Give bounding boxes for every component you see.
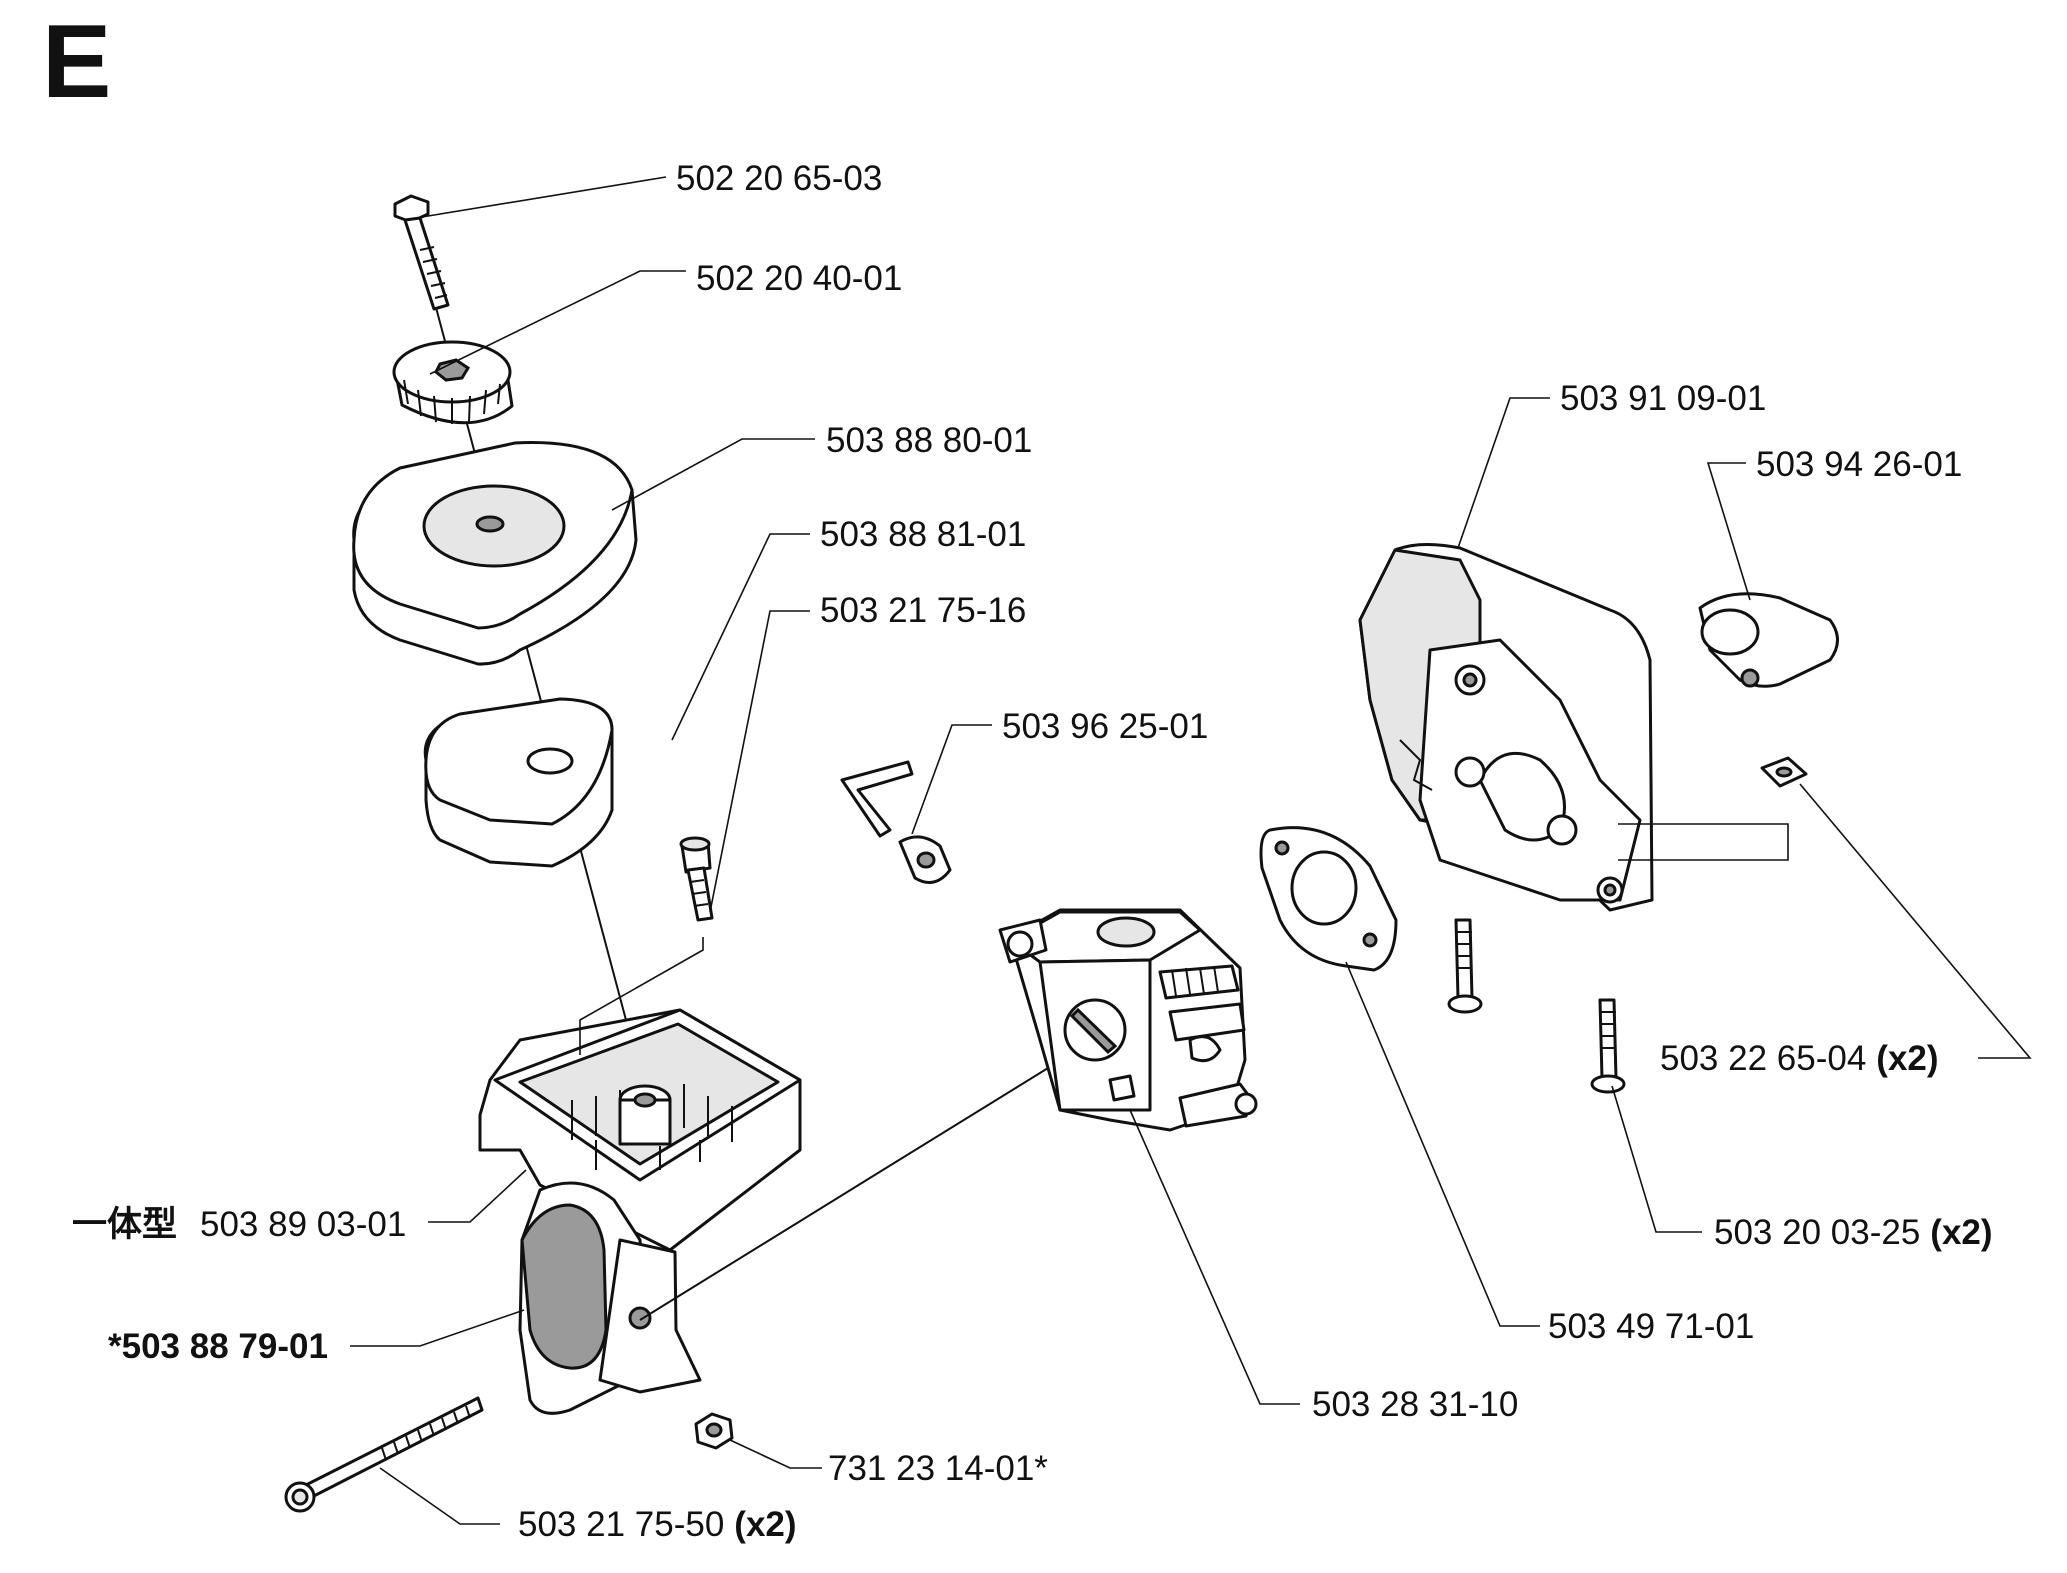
- leader-gasket: [1345, 961, 1540, 1327]
- filter-base-part: [478, 1008, 802, 1252]
- nut-bottom-part: [694, 1412, 734, 1450]
- long-bolt-part: [284, 1396, 484, 1513]
- label-long-bolt: 503 21 75-50 (x2): [518, 1505, 797, 1544]
- housing-part: [1358, 542, 1654, 912]
- leader-filter-base: [428, 1169, 527, 1223]
- label-nut-square: 503 22 65-04 (x2): [1660, 1039, 1939, 1078]
- leader-screw-to-base: [579, 937, 704, 1055]
- filter-cover-part: [352, 441, 638, 666]
- grommet-part: [1698, 592, 1839, 688]
- leader-nut-square-b: [1799, 783, 2032, 1059]
- carburetor-part: [998, 908, 1258, 1132]
- label-knob: 502 20 40-01: [696, 259, 902, 298]
- leader-carburetor: [1129, 1109, 1300, 1405]
- leader-knob: [429, 270, 686, 375]
- label-long-bolt-qty: (x2): [734, 1505, 796, 1544]
- leader-nut-bottom: [729, 1439, 822, 1469]
- label-gasket: 503 49 71-01: [1548, 1307, 1754, 1346]
- leader-housing: [1457, 397, 1550, 549]
- leader-screw-housing: [1611, 1085, 1702, 1233]
- label-long-bolt-number: 503 21 75-50: [518, 1505, 724, 1544]
- label-filter-base-prefix: 一体型: [72, 1205, 177, 1244]
- label-carburetor: 503 28 31-10: [1312, 1385, 1518, 1424]
- screw-housing-right-part: [1590, 998, 1626, 1094]
- label-gasket-pad: *503 88 79-01: [108, 1327, 328, 1366]
- leader-bolt-top: [421, 176, 667, 218]
- gasket-pad-part: [518, 1181, 702, 1415]
- label-screw-small: 503 21 75-16: [820, 591, 1026, 630]
- screw-housing-left-part: [1447, 918, 1483, 1014]
- label-screw-housing-number: 503 20 03-25: [1714, 1213, 1920, 1252]
- leader-filter-element: [671, 533, 810, 741]
- knob-part: [392, 340, 514, 425]
- nut-square-part: [1760, 756, 1808, 788]
- label-screw-housing-qty: (x2): [1930, 1213, 1992, 1252]
- label-filter-base: 503 89 03-01: [200, 1205, 406, 1244]
- label-choke-lever: 503 96 25-01: [1002, 707, 1208, 746]
- leader-long-bolt: [379, 1467, 500, 1525]
- leader-grommet: [1706, 462, 1751, 601]
- label-screw-housing: 503 20 03-25 (x2): [1714, 1213, 1993, 1252]
- leader-gasket-pad: [350, 1309, 525, 1347]
- label-nut-square-number: 503 22 65-04: [1660, 1039, 1866, 1078]
- label-nut-bottom: 731 23 14-01*: [828, 1449, 1048, 1488]
- leader-nut-square-a: [1618, 823, 1789, 861]
- leader-choke: [911, 724, 992, 835]
- label-filter-element: 503 88 81-01: [820, 515, 1026, 554]
- label-grommet: 503 94 26-01: [1756, 445, 1962, 484]
- leader-screw-small: [709, 610, 810, 913]
- filter-element-part: [423, 697, 614, 868]
- gasket-part: [1259, 826, 1398, 972]
- label-filter-cover: 503 88 80-01: [826, 421, 1032, 460]
- label-bolt-top: 502 20 65-03: [676, 159, 882, 198]
- bolt-top-part: [393, 194, 450, 311]
- section-letter: E: [42, 4, 112, 120]
- label-nut-square-qty: (x2): [1876, 1039, 1938, 1078]
- label-housing: 503 91 09-01: [1560, 379, 1766, 418]
- choke-lever-part: [840, 760, 952, 884]
- screw-small-part: [679, 836, 714, 922]
- leader-filter-cover: [611, 438, 815, 511]
